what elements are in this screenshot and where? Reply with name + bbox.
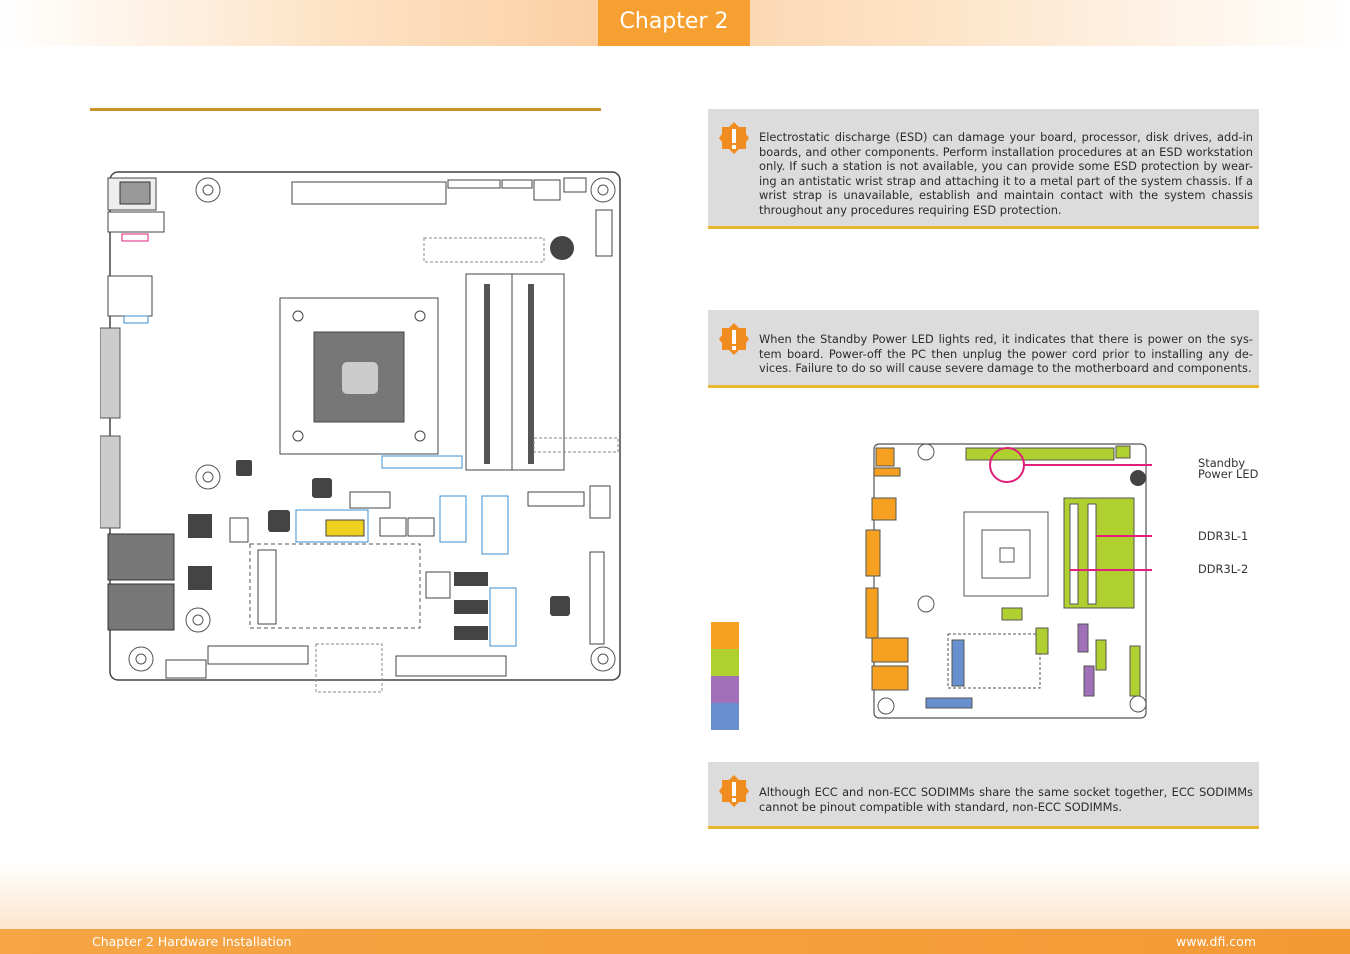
motherboard-diagram-large bbox=[100, 171, 621, 693]
warning-icon bbox=[719, 323, 749, 355]
legend-swatch-blue bbox=[711, 703, 739, 730]
callout-ddr2: DDR3L-2 bbox=[1198, 562, 1249, 576]
callout-standby-line2: Power LED bbox=[1198, 467, 1259, 481]
note-esd: Electrostatic discharge (ESD) can damage… bbox=[708, 109, 1259, 229]
footer-chapter-title: Chapter 2 Hardware Installation bbox=[92, 934, 292, 949]
motherboard-diagram-small bbox=[865, 443, 1152, 719]
legend-swatch-orange bbox=[711, 622, 739, 649]
note-standby-text: When the Standby Power LED lights red, i… bbox=[759, 332, 1253, 376]
note-sodimm: Although ECC and non-ECC SODIMMs share t… bbox=[708, 762, 1259, 829]
note-sodimm-text: Although ECC and non-ECC SODIMMs share t… bbox=[759, 785, 1253, 814]
legend-swatch-purple bbox=[711, 676, 739, 703]
note-standby: When the Standby Power LED lights red, i… bbox=[708, 310, 1259, 388]
chapter-tab: Chapter 2 bbox=[598, 0, 750, 46]
warning-icon bbox=[719, 775, 749, 807]
legend-swatch-green bbox=[711, 649, 739, 676]
note-esd-text: Electrostatic discharge (ESD) can damage… bbox=[759, 130, 1253, 217]
section-divider bbox=[90, 108, 601, 111]
warning-icon bbox=[719, 122, 749, 154]
footer-website-link[interactable]: www.dfi.com bbox=[1176, 934, 1256, 949]
callout-ddr1: DDR3L-1 bbox=[1198, 529, 1249, 543]
footer-bar: Chapter 2 Hardware Installation www.dfi.… bbox=[0, 929, 1350, 954]
callout-standby-line1: Standby bbox=[1198, 456, 1246, 470]
footer-band bbox=[0, 862, 1350, 929]
